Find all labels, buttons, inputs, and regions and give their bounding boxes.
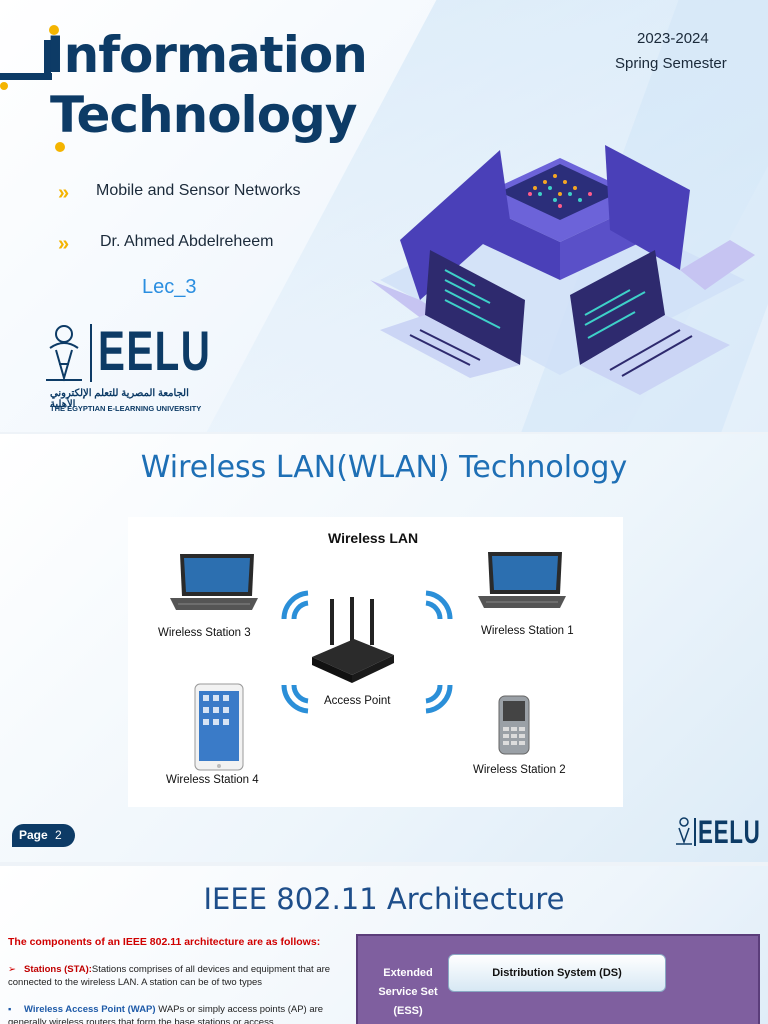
title-slide: Information Technology 2023-2024 Spring … — [0, 0, 768, 432]
logo-wordmark: EELU — [98, 319, 212, 382]
architecture-figure: Extended Service Set (ESS) Distribution … — [356, 934, 760, 1024]
wifi-signal-icon — [425, 590, 453, 620]
station-label: Wireless Station 3 — [158, 627, 251, 639]
university-emblem-icon — [676, 817, 692, 845]
slide-title: IEEE 802.11 Architecture — [203, 882, 565, 916]
chevron-bullet-icon: » — [58, 233, 70, 255]
lecture-label: Lec_3 — [142, 276, 197, 298]
eelu-logo: EELU الجامعة المصرية للتعلم الإلكتروني ا… — [40, 318, 210, 418]
chevron-bullet-icon: » — [58, 182, 70, 204]
ess-label-line: (ESS) — [393, 1005, 423, 1017]
station-label: Wireless Station 4 — [166, 774, 259, 786]
arrow-bullet-icon: ➢ — [8, 964, 16, 975]
ieee-architecture-slide: IEEE 802.11 Architecture The components … — [0, 866, 768, 1024]
ess-label-line: Service Set — [378, 986, 438, 998]
wifi-signal-icon — [281, 684, 309, 714]
page-number-badge: Page 2 — [12, 824, 75, 847]
circuit-dot — [49, 25, 59, 35]
page-label: Page — [19, 828, 48, 842]
logo-english-name: THE EGYPTIAN E-LEARNING UNIVERSITY — [50, 404, 202, 413]
item-text: Stations comprises of all devices and eq… — [8, 964, 331, 988]
wifi-signal-icon — [281, 590, 309, 620]
ess-label: Extended Service Set (ESS) — [372, 964, 444, 1021]
academic-year: 2023-2024 — [637, 30, 709, 47]
distribution-system-box: Distribution System (DS) — [448, 954, 666, 992]
logo-wordmark: EELU — [698, 814, 761, 850]
university-emblem-icon — [46, 325, 82, 382]
item-term: Wireless Access Point (WAP) — [24, 1004, 156, 1015]
item-text: WAPs or simply access points (AP) are ge… — [8, 1004, 324, 1024]
ess-label-line: Extended — [383, 967, 433, 979]
circuit-dot — [55, 142, 65, 152]
logo-divider — [694, 818, 696, 846]
list-item: ▪ Wireless Access Point (WAP) WAPs or sim… — [8, 1003, 343, 1024]
wifi-signal-icon — [425, 684, 453, 714]
laptop-icon — [170, 554, 258, 610]
diagram-heading: Wireless LAN — [328, 530, 419, 546]
circuit-line — [44, 40, 51, 80]
wlan-slide: Wireless LAN(WLAN) Technology Wireless L… — [0, 434, 768, 862]
laptop-icon — [478, 552, 566, 608]
square-bullet-icon: ▪ — [8, 1004, 12, 1015]
list-item: ➢ Stations (STA):Stations comprises of al… — [8, 963, 343, 989]
course-name: Mobile and Sensor Networks — [96, 182, 301, 199]
station-label: Wireless Station 2 — [473, 764, 566, 776]
wlan-diagram: Wireless LAN Wireless Station 3 Wireless… — [128, 517, 623, 807]
tablet-icon — [194, 683, 244, 771]
slide-title: Wireless LAN(WLAN) Technology — [140, 450, 628, 485]
access-point-label: Access Point — [324, 695, 391, 707]
instructor-name: Dr. Ahmed Abdelreheem — [100, 233, 274, 250]
intro-text: The components of an IEEE 802.11 archite… — [8, 936, 321, 948]
circuit-line — [0, 73, 52, 80]
station-label: Wireless Station 1 — [481, 625, 574, 637]
server-laptops-illustration — [370, 145, 755, 395]
logo-arabic-name: الجامعة المصرية للتعلم الإلكتروني الأهلي… — [50, 388, 189, 410]
circuit-dot — [0, 82, 8, 90]
title-line-2: Technology — [50, 86, 357, 144]
item-term: Stations (STA): — [24, 964, 92, 975]
eelu-logo: EELU — [674, 814, 760, 850]
mobile-phone-icon — [498, 695, 530, 755]
title-line-1: Information — [46, 26, 368, 84]
router-icon — [312, 597, 394, 683]
semester: Spring Semester — [615, 55, 727, 72]
page-number: 2 — [55, 828, 62, 842]
logo-divider — [90, 324, 92, 382]
